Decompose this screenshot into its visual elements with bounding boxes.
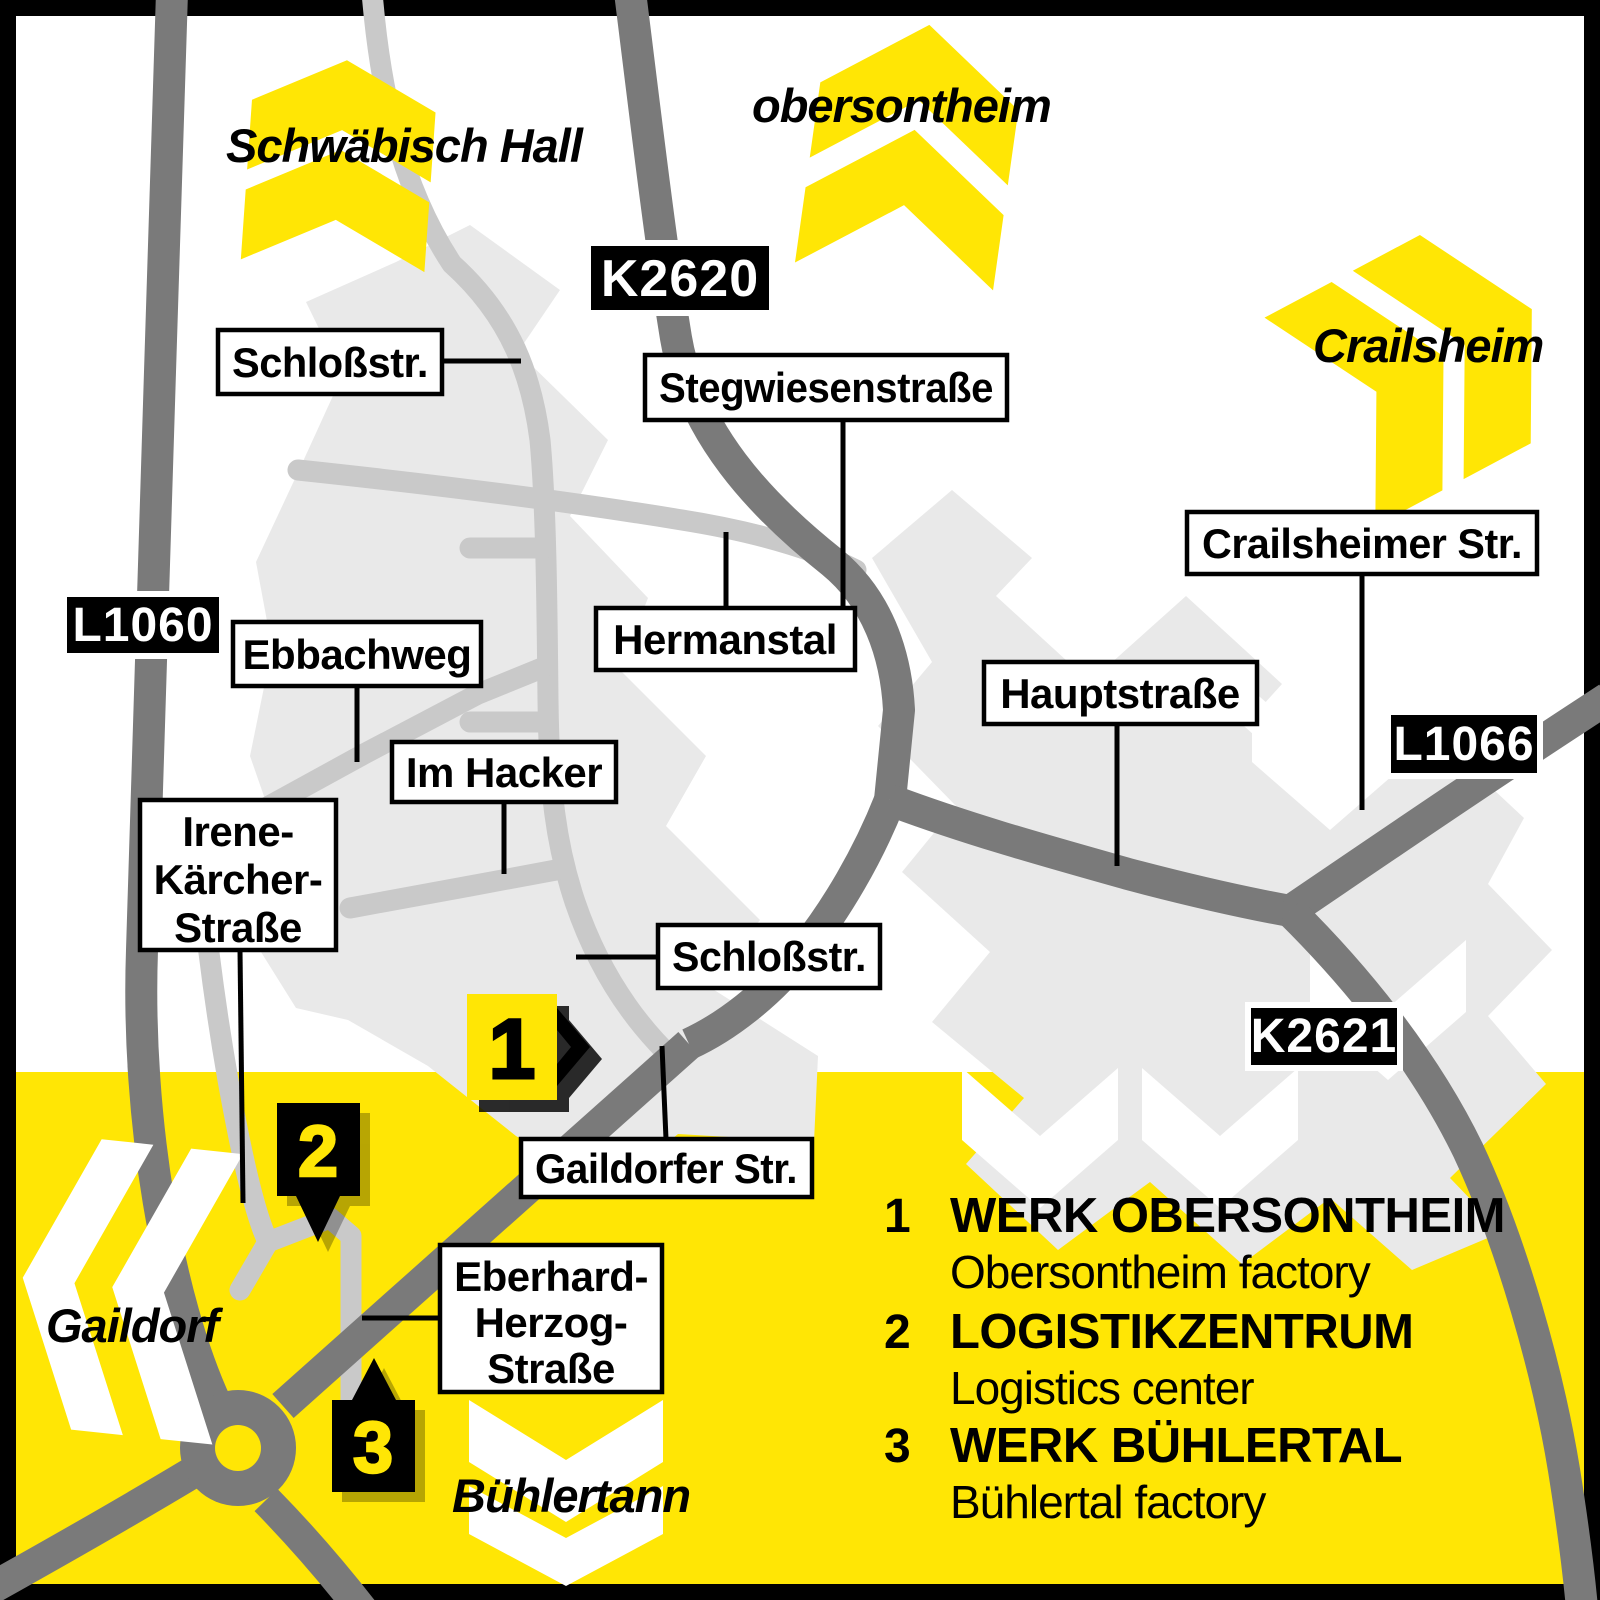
marker-2: 2 bbox=[277, 1103, 370, 1252]
street-label-ebbachweg: Ebbachweg bbox=[230, 619, 484, 762]
legend-number: 1 bbox=[884, 1190, 911, 1243]
badge-label: K2621 bbox=[1251, 1010, 1397, 1063]
legend-title-de: WERK BÜHLERTAL bbox=[950, 1419, 1402, 1473]
street-label-schlossstr-mid: Schloßstr. bbox=[576, 922, 883, 991]
street-label: Schloßstr. bbox=[232, 339, 428, 386]
road-badge-k2621: K2621 bbox=[1245, 1002, 1403, 1071]
city-gaildorf: Gaildorf bbox=[22, 1139, 243, 1445]
legend-subtitle-en: Logistics center bbox=[950, 1362, 1254, 1414]
city-label: Gaildorf bbox=[46, 1299, 224, 1352]
chevron-right-icon bbox=[1264, 235, 1532, 527]
street-label: Hermanstal bbox=[613, 616, 837, 663]
chevron-cutout-icon bbox=[1252, 690, 1408, 830]
legend-title-de: WERK OBERSONTHEIM bbox=[950, 1189, 1505, 1243]
street-label-gaildorfer-str: Gaildorfer Str. bbox=[518, 1045, 815, 1200]
street-label-line: Herzog- bbox=[475, 1299, 628, 1346]
road-south-exit-path bbox=[254, 1488, 375, 1600]
street-label-hermanstal: Hermanstal bbox=[593, 532, 858, 673]
badge-label: L1060 bbox=[72, 599, 213, 652]
chevron-left-icon bbox=[22, 1139, 243, 1445]
road-gaildorfer-str-path bbox=[272, 1032, 700, 1418]
chevron-up-icon bbox=[794, 24, 1019, 291]
road-hauptstrasse-path bbox=[884, 785, 1293, 927]
chevron-down-icon bbox=[469, 1400, 663, 1586]
street-label-line: Eberhard- bbox=[454, 1253, 648, 1300]
road-badge-l1066: L1066 bbox=[1385, 709, 1543, 779]
street-label: Crailsheimer Str. bbox=[1202, 520, 1522, 567]
legend-item-2: 2 LOGISTIKZENTRUM Logistics center bbox=[884, 1305, 1414, 1414]
road-k2620-path bbox=[614, 0, 915, 802]
street-label-im-hacker: Im Hacker bbox=[389, 739, 619, 874]
legend-item-3: 3 WERK BÜHLERTAL Bühlertal factory bbox=[884, 1419, 1403, 1528]
street-label: Schloßstr. bbox=[672, 933, 866, 980]
marker-3: 3 bbox=[332, 1358, 425, 1502]
legend-subtitle-en: Obersontheim factory bbox=[950, 1246, 1371, 1298]
road-badge-k2620: K2620 bbox=[585, 240, 775, 316]
road-to-gaildorf-path bbox=[0, 1460, 199, 1600]
road-badge-l1060: L1060 bbox=[61, 591, 225, 659]
street-label-line: Kärcher- bbox=[154, 856, 323, 903]
marker-1: 1 bbox=[467, 994, 602, 1112]
street-label-hauptstrasse: Hauptstraße bbox=[981, 659, 1260, 866]
chevron-cutout-icon bbox=[1142, 1068, 1298, 1208]
city-label: obersontheim bbox=[752, 79, 1051, 132]
city-obersontheim: obersontheim bbox=[752, 24, 1052, 291]
legend: 1 WERK OBERSONTHEIM Obersontheim factory… bbox=[884, 1189, 1506, 1528]
street-label-irene-kaercher: Irene- Kärcher- Straße bbox=[137, 797, 339, 1204]
legend-number: 2 bbox=[884, 1306, 911, 1359]
legend-title-de: LOGISTIKZENTRUM bbox=[950, 1305, 1413, 1359]
street-label: Stegwiesenstraße bbox=[659, 364, 993, 411]
chevron-up-icon bbox=[240, 60, 436, 273]
street-label-line: Straße bbox=[487, 1345, 615, 1392]
street-im-hacker-path bbox=[339, 859, 567, 919]
street-label: Hauptstraße bbox=[1000, 670, 1240, 717]
chevron-cutout-icon bbox=[962, 1068, 1118, 1208]
street-label-stegwiesenstrasse: Stegwiesenstraße bbox=[642, 352, 1010, 620]
city-buehlertann: Bühlertann bbox=[452, 1400, 691, 1586]
badge-label: K2620 bbox=[601, 250, 759, 308]
marker-number: 3 bbox=[353, 1408, 393, 1488]
marker-tail-icon bbox=[352, 1358, 396, 1400]
legend-subtitle-en: Bühlertal factory bbox=[950, 1476, 1266, 1528]
roundabout bbox=[180, 1390, 296, 1506]
city-schwaebisch-hall: Schwäbisch Hall bbox=[226, 60, 585, 273]
city-crailsheim: Crailsheim bbox=[1264, 235, 1544, 527]
street-label: Gaildorfer Str. bbox=[535, 1145, 797, 1192]
marker-number: 2 bbox=[298, 1112, 338, 1192]
marker-tail-icon bbox=[296, 1196, 340, 1242]
badge-label: L1066 bbox=[1393, 718, 1534, 771]
street-label-line: Irene- bbox=[182, 808, 293, 855]
city-label: Bühlertann bbox=[452, 1469, 690, 1522]
street-label: Ebbachweg bbox=[243, 631, 472, 678]
street-label-schlossstr-top: Schloßstr. bbox=[215, 327, 521, 397]
city-label: Schwäbisch Hall bbox=[226, 119, 584, 172]
legend-number: 3 bbox=[884, 1420, 911, 1473]
street-label: Im Hacker bbox=[406, 749, 602, 796]
street-label-line: Straße bbox=[174, 904, 302, 951]
marker-number: 1 bbox=[489, 1002, 536, 1096]
marker-tail-icon bbox=[557, 1008, 590, 1086]
road-l1066-path bbox=[1281, 684, 1600, 925]
legend-item-1: 1 WERK OBERSONTHEIM Obersontheim factory bbox=[884, 1189, 1506, 1298]
city-label: Crailsheim bbox=[1313, 319, 1543, 372]
street-label-eberhard-herzog: Eberhard- Herzog- Straße bbox=[362, 1242, 665, 1395]
street-label-crailsheimer-str: Crailsheimer Str. bbox=[1184, 509, 1540, 810]
